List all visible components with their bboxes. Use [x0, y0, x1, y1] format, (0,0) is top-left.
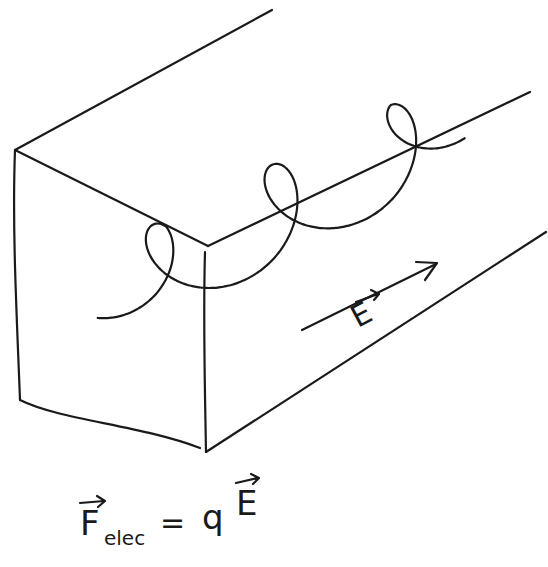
field-label: E: [346, 297, 377, 332]
vector-arrow: [236, 474, 259, 484]
equals-sign: =: [160, 508, 185, 538]
prism-edge: [206, 232, 546, 452]
helix-trajectory: [98, 104, 465, 318]
field-arrowhead: [416, 262, 437, 280]
force-subscript: elec: [104, 528, 145, 548]
charge-symbol: q: [202, 500, 224, 534]
prism-edge: [204, 252, 206, 452]
prism-edge: [15, 150, 208, 246]
prism-edge: [20, 400, 200, 448]
force-symbol: F: [80, 506, 100, 540]
prism-edge: [15, 10, 272, 150]
field-symbol: E: [236, 486, 257, 520]
prism-edge: [14, 150, 20, 400]
prism-edge: [208, 92, 530, 246]
